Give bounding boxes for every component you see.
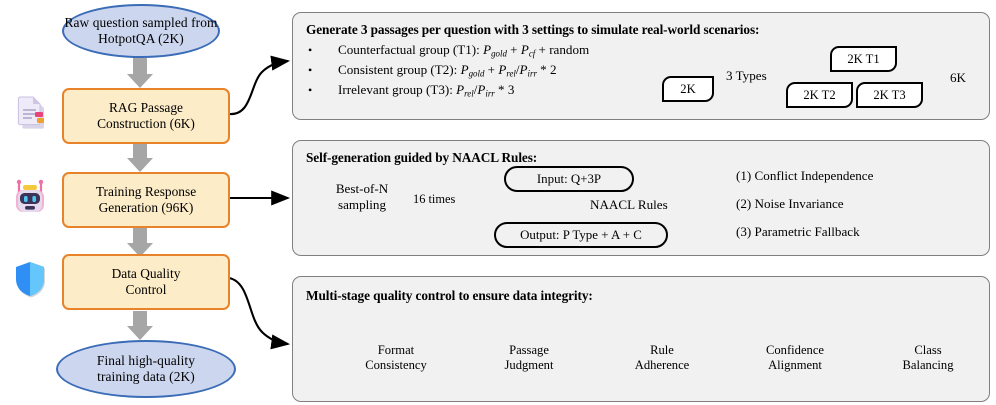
- stage-2-line1: Rule: [650, 343, 674, 357]
- stage-label-confidence-alignment: Confidence Alignment: [739, 343, 851, 373]
- final-node-line2: training data (2K): [97, 369, 195, 384]
- result-tag-t2: 2K T2: [786, 82, 853, 108]
- input-pill: Input: Q+3P: [504, 166, 634, 192]
- dqc-box-line1: Data Quality: [111, 265, 181, 281]
- stage-label-format-consistency: Format Consistency: [340, 343, 452, 373]
- bullet-icon: •: [308, 63, 313, 77]
- stage-0-line1: Format: [377, 343, 415, 357]
- data-quality-control-box[interactable]: Data Quality Control: [62, 254, 230, 310]
- stage-label-rule-adherence: Rule Adherence: [606, 343, 718, 373]
- three-types-label: 3 Types: [726, 68, 767, 83]
- panel1-bullet-0-formula: Pgold + Pcf + random: [483, 42, 590, 59]
- naacl-rules-label: NAACL Rules: [590, 197, 668, 212]
- panel1-bullet-1: • Consistent group (T2): Pgold + Prel/Pi…: [308, 62, 557, 78]
- rag-box-line1: RAG Passage: [108, 99, 183, 115]
- stage-label-passage-judgment: Passage Judgment: [473, 343, 585, 373]
- final-node-line1: Final high-quality: [96, 353, 196, 369]
- panel1-title: Generate 3 passages per question with 3 …: [306, 22, 760, 37]
- training-response-generation-box[interactable]: Training Response Generation (96K): [62, 172, 230, 228]
- source-tag-2k: 2K: [662, 76, 714, 102]
- stage-label-class-balancing: Class Balancing: [872, 343, 984, 373]
- stage-1-line1: Passage: [509, 343, 549, 357]
- rag-box-line2: Construction (6K): [97, 116, 195, 131]
- bullet-icon: •: [308, 43, 313, 57]
- robot-icon: [10, 177, 50, 217]
- rag-passage-construction-box[interactable]: RAG Passage Construction (6K): [62, 88, 230, 144]
- training-box-line2: Generation (96K): [98, 200, 194, 215]
- rule-item-3: (3) Parametric Fallback: [736, 224, 860, 239]
- panel2-title: Self-generation guided by NAACL Rules:: [306, 150, 538, 165]
- panel1-bullet-2-label: Irrelevant group (T3):: [338, 82, 453, 97]
- stage-1-line2: Judgment: [504, 357, 554, 372]
- panel1-bullet-0-label: Counterfactual group (T1):: [338, 42, 480, 57]
- bullet-icon: •: [308, 83, 313, 97]
- training-box-line1: Training Response: [95, 183, 197, 199]
- output-pill: Output: P Type + A + C: [494, 222, 668, 248]
- result-tag-t3: 2K T3: [856, 82, 923, 108]
- panel-quality-control: [292, 276, 990, 402]
- rule-item-1: (1) Conflict Independence: [736, 168, 874, 183]
- link-dqc-to-panel3: [228, 276, 291, 350]
- raw-question-line2: HotpotQA (2K): [98, 31, 184, 46]
- link-rag-to-panel1: [228, 55, 291, 116]
- panel1-bullet-2: • Irrelevant group (T3): Prel/Pirr * 3: [308, 82, 514, 98]
- panel1-bullet-0: • Counterfactual group (T1): Pgold + Pcf…: [308, 42, 589, 58]
- raw-question-node: Raw question sampled from HotpotQA (2K): [62, 4, 220, 58]
- stage-2-line2: Adherence: [634, 357, 690, 372]
- panel1-bullet-2-formula: Prel/Pirr * 3: [456, 82, 515, 99]
- final-training-data-node: Final high-quality training data (2K): [56, 340, 236, 398]
- stage-4-line1: Class: [914, 343, 942, 357]
- stage-3-line1: Confidence: [765, 343, 825, 357]
- shield-icon: [10, 258, 50, 298]
- best-of-n-sampling-label: Best-of-N sampling: [320, 181, 404, 212]
- document-icon: [10, 92, 50, 132]
- best-of-n-line2: sampling: [337, 196, 386, 212]
- panel1-total-label: 6K: [950, 70, 967, 85]
- stage-0-line2: Consistency: [365, 357, 427, 372]
- best-of-n-line1: Best-of-N: [335, 181, 389, 196]
- panel1-bullet-1-label: Consistent group (T2):: [338, 62, 458, 77]
- panel1-bullet-1-formula: Pgold + Prel/Pirr * 2: [460, 62, 557, 79]
- stage-3-line2: Alignment: [768, 357, 822, 372]
- panel3-title: Multi-stage quality control to ensure da…: [306, 288, 593, 303]
- result-tag-t1: 2K T1: [830, 46, 897, 72]
- dqc-box-line2: Control: [125, 282, 167, 297]
- raw-question-line1: Raw question sampled from: [64, 15, 218, 31]
- loop-count-label: 16 times: [413, 192, 456, 206]
- stage-4-line2: Balancing: [902, 357, 954, 372]
- rule-item-2: (2) Noise Invariance: [736, 196, 844, 211]
